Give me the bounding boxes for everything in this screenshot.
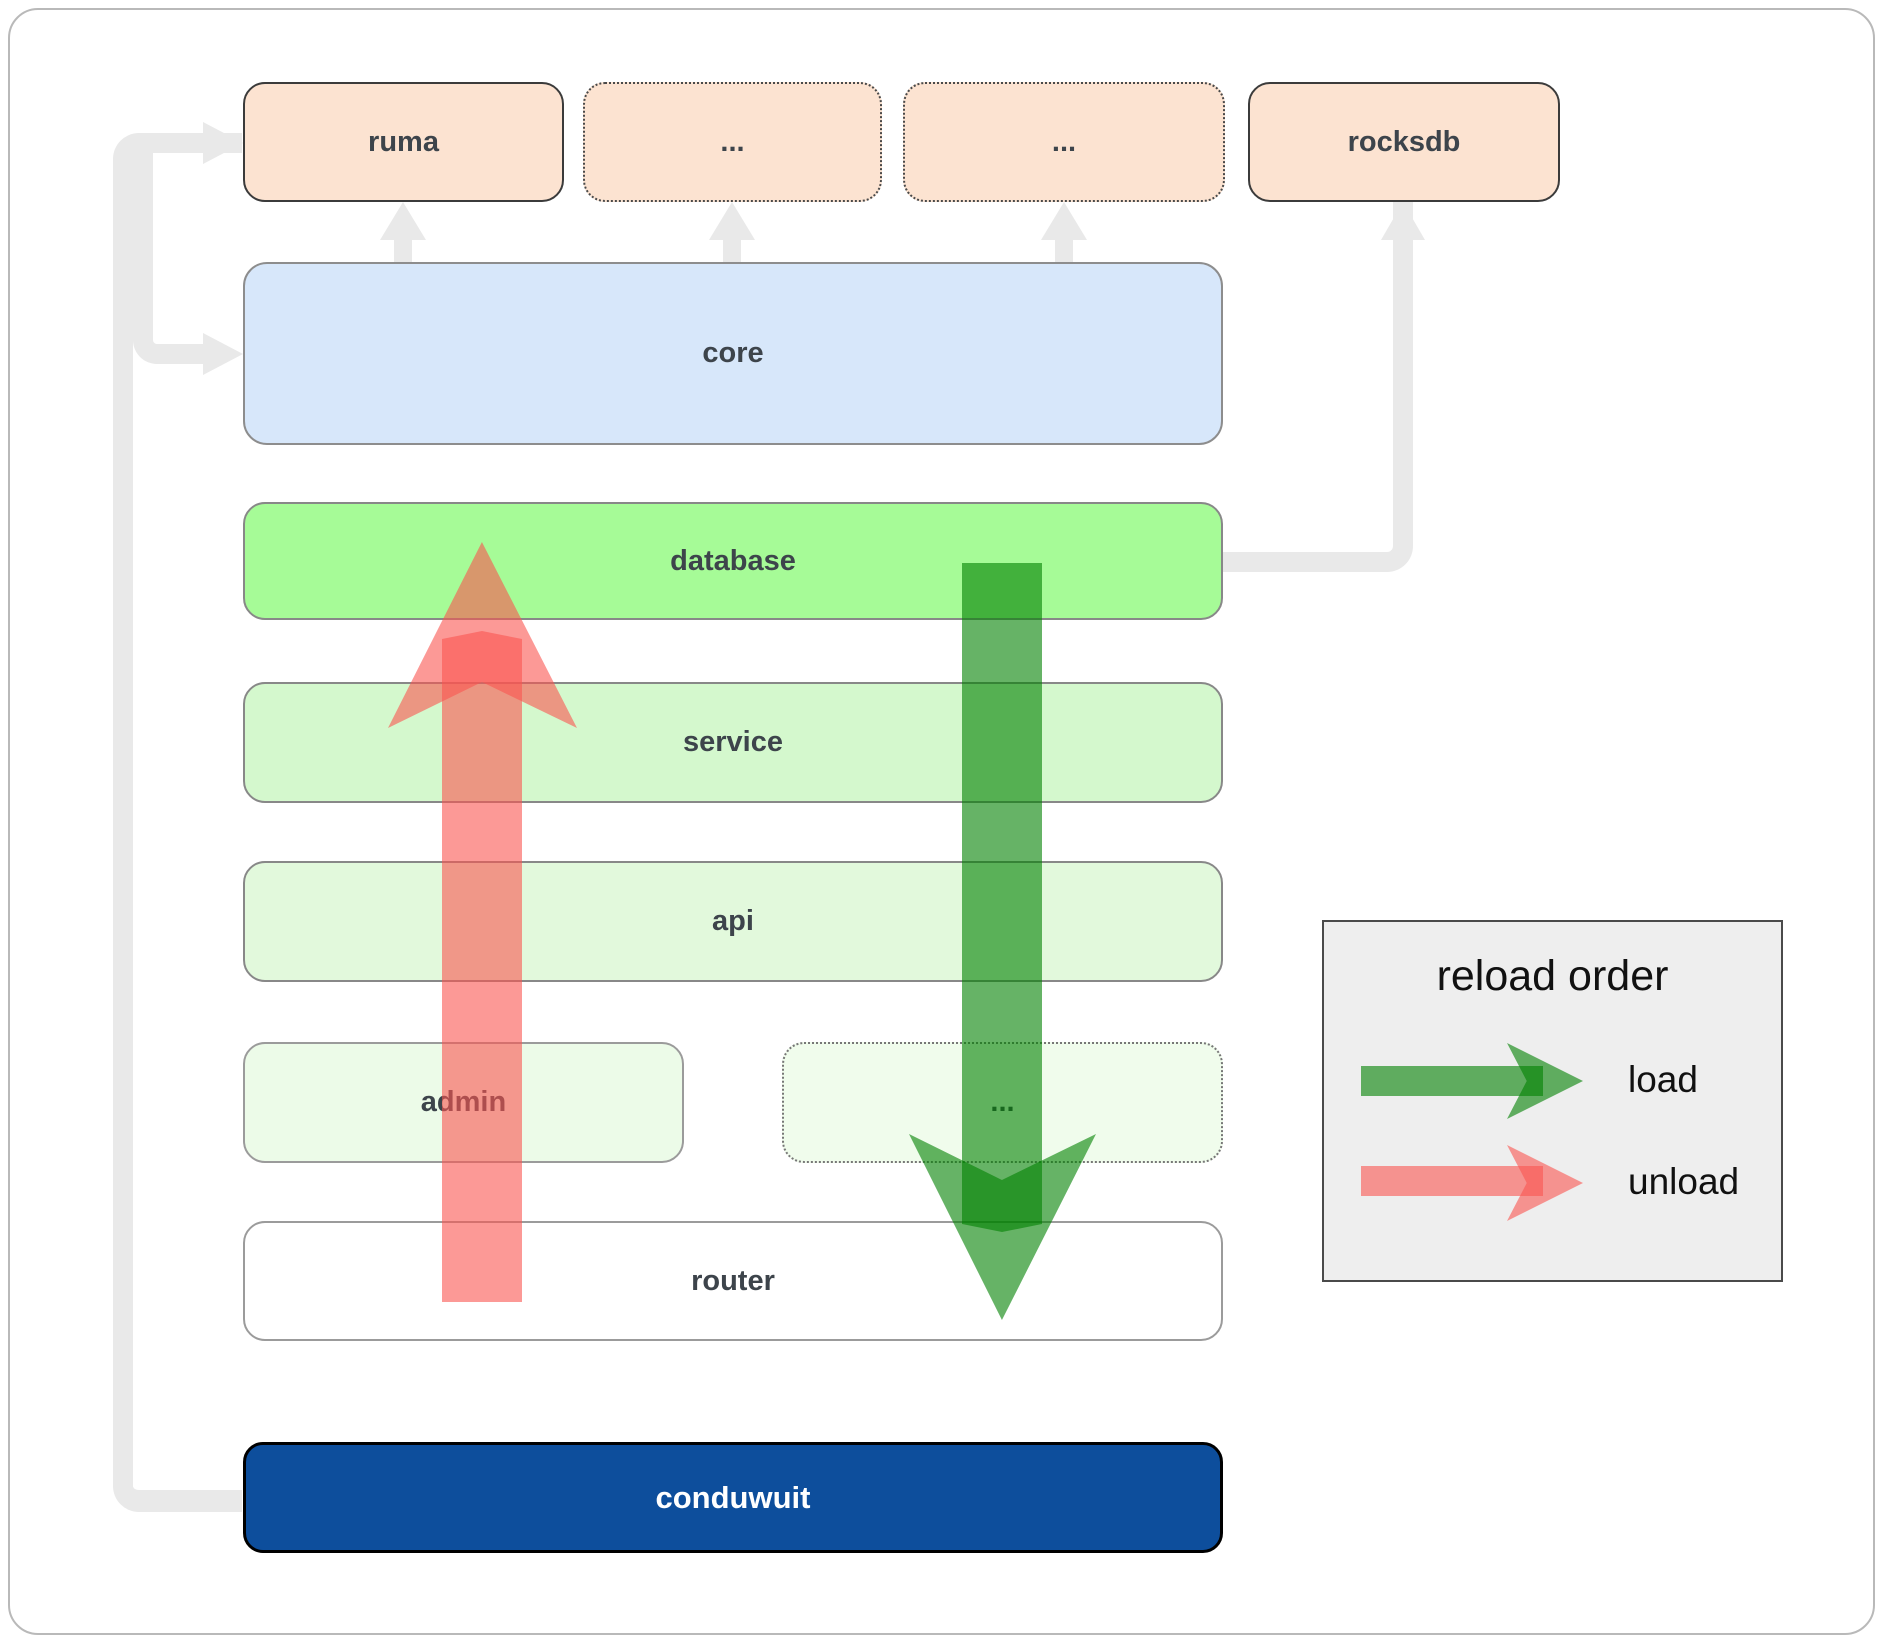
arrowhead-into-core-icon bbox=[203, 333, 243, 375]
database-to-rocksdb-line bbox=[1223, 202, 1413, 572]
arrowhead-into-ruma-icon bbox=[203, 122, 243, 164]
legend-unload-label: unload bbox=[1628, 1161, 1740, 1202]
box-router-label: router bbox=[691, 1264, 775, 1297]
box-database: database bbox=[243, 502, 1223, 620]
core-to-crates-line-2 bbox=[1055, 238, 1073, 264]
unload-arrow bbox=[442, 631, 522, 1302]
legend-title: reload order bbox=[1436, 952, 1669, 1000]
legend-load-arrow bbox=[1361, 1066, 1543, 1096]
legend-load-label: load bbox=[1628, 1059, 1698, 1100]
load-arrow bbox=[962, 563, 1042, 1232]
box-crates-more-2-label: ... bbox=[1051, 125, 1077, 158]
box-crates-more-2: ... bbox=[903, 82, 1225, 202]
box-service-label: service bbox=[683, 726, 783, 758]
box-service: service bbox=[243, 682, 1223, 803]
arrowhead-core-to-crates-2-icon bbox=[1041, 202, 1087, 240]
box-crates-more-1: ... bbox=[583, 82, 882, 202]
box-conduwuit-label: conduwuit bbox=[655, 1479, 811, 1515]
box-conduwuit: conduwuit bbox=[243, 1442, 1223, 1553]
box-core: core bbox=[243, 262, 1223, 445]
arrowhead-core-to-crates-1-icon bbox=[709, 202, 755, 240]
box-crates-more-1-label: ... bbox=[720, 125, 745, 158]
box-ruma-label: ruma bbox=[368, 125, 439, 158]
box-rocksdb-label: rocksdb bbox=[1347, 125, 1461, 158]
box-database-label: database bbox=[670, 544, 796, 577]
core-to-crates-line-1 bbox=[723, 238, 741, 264]
box-api: api bbox=[243, 861, 1223, 982]
legend-unload-arrow bbox=[1361, 1166, 1543, 1196]
diagram-frame bbox=[8, 8, 1875, 1635]
box-ruma: ruma bbox=[243, 82, 564, 202]
box-core-label: core bbox=[702, 337, 764, 369]
arrowhead-core-to-ruma-icon bbox=[380, 202, 426, 240]
arrowhead-into-rocksdb-icon bbox=[1381, 202, 1425, 240]
box-router: router bbox=[243, 1221, 1223, 1341]
conduwuit-to-core-line bbox=[133, 143, 223, 364]
legend-box bbox=[1322, 920, 1783, 1282]
box-api-label: api bbox=[712, 905, 754, 937]
box-rocksdb: rocksdb bbox=[1248, 82, 1560, 202]
core-to-ruma-line bbox=[394, 238, 412, 264]
